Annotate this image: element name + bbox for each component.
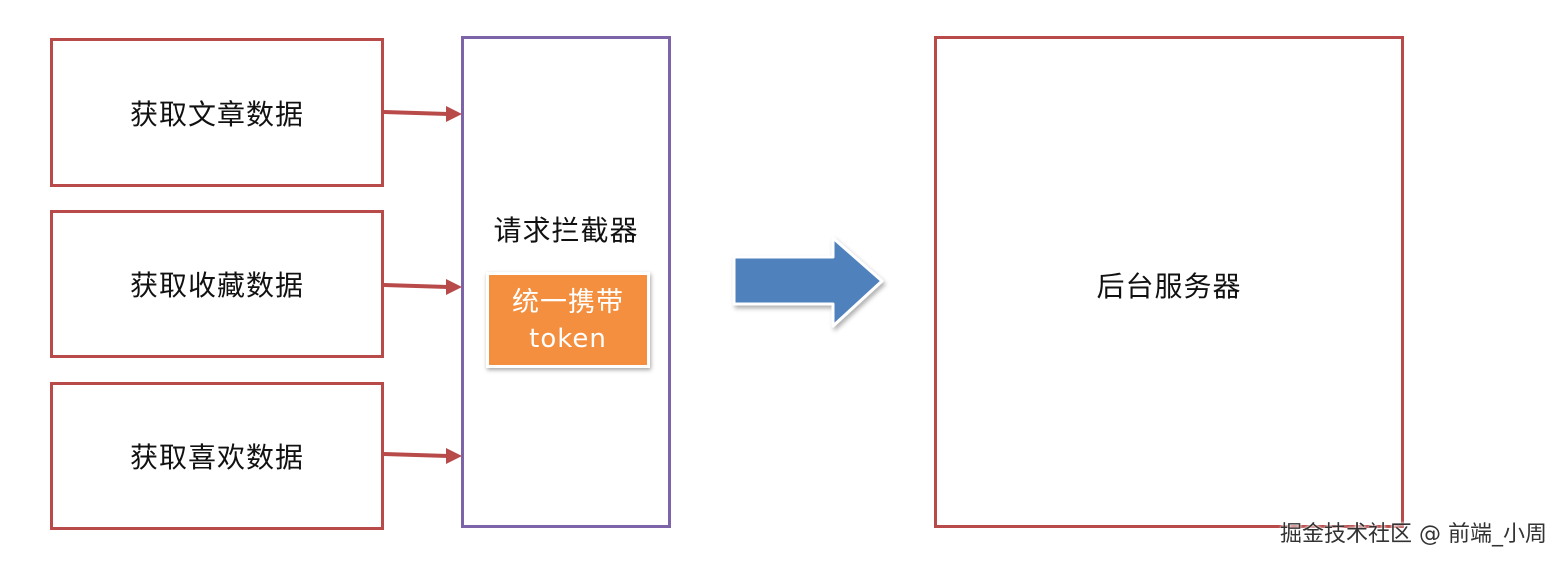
source-box-likes: 获取喜欢数据 <box>50 382 384 530</box>
connector-arrow-likes <box>383 448 462 464</box>
token-badge: 统一携带 token <box>486 272 650 368</box>
source-label-articles: 获取文章数据 <box>129 97 304 131</box>
big-right-arrow-icon <box>732 236 884 328</box>
connector-arrow-favorites <box>383 279 462 295</box>
token-badge-line1: 统一携带 <box>512 287 624 318</box>
source-label-favorites: 获取收藏数据 <box>129 269 304 302</box>
source-box-favorites: 获取收藏数据 <box>50 210 384 358</box>
backend-server-box: 后台服务器 <box>934 36 1404 528</box>
source-box-articles: 获取文章数据 <box>50 38 384 187</box>
backend-server-label: 后台服务器 <box>1096 270 1242 303</box>
request-interceptor-box: 请求拦截器 统一携带 token <box>461 36 671 528</box>
connector-arrow-articles <box>383 106 462 122</box>
watermark: 掘金技术社区 @ 前端_小周 <box>1280 522 1547 547</box>
token-badge-line2: token <box>529 324 607 354</box>
interceptor-title: 请求拦截器 <box>493 214 639 247</box>
source-label-likes: 获取喜欢数据 <box>129 441 304 474</box>
